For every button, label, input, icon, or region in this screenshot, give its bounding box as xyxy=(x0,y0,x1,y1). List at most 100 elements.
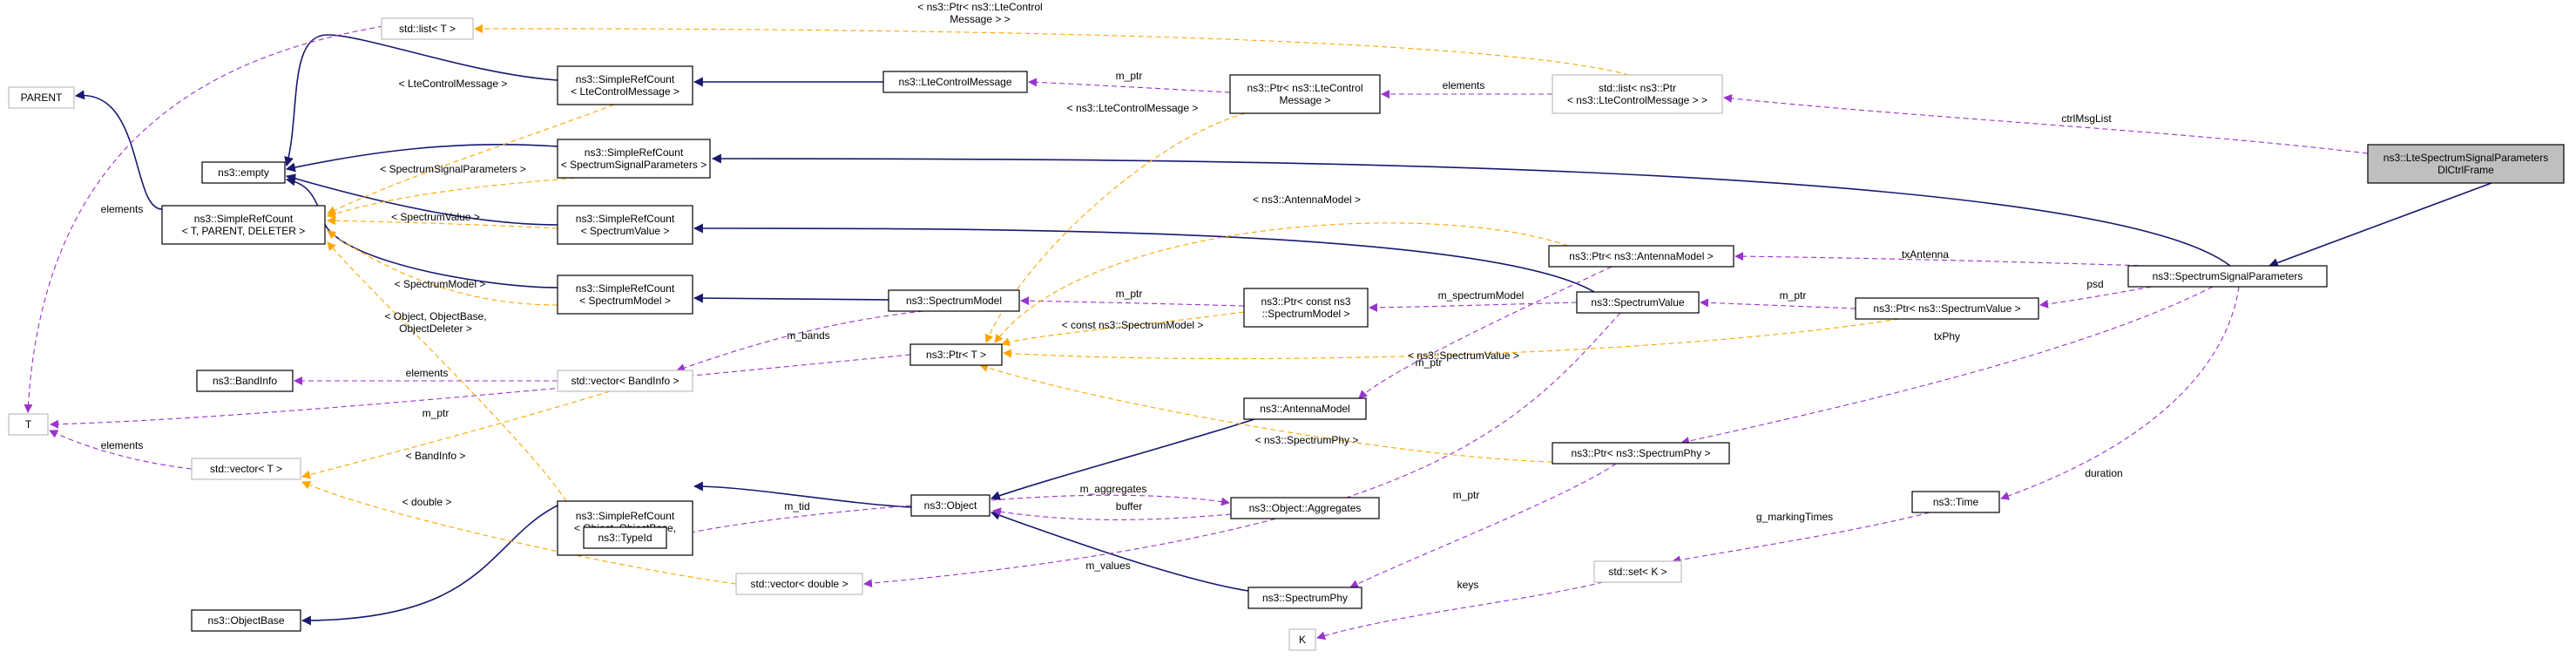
class-node-box[interactable] xyxy=(2367,144,2565,184)
class-node-src-sv[interactable]: ns3::SimpleRefCount< SpectrumValue > xyxy=(557,205,693,245)
class-node-box[interactable] xyxy=(8,86,75,109)
class-node-box[interactable] xyxy=(1855,297,2039,320)
class-node-label-line: ns3::SimpleRefCount xyxy=(576,73,675,85)
class-node-box[interactable] xyxy=(909,343,1003,366)
usage-edge: m_ptr xyxy=(1700,289,1856,309)
edge-label-line: Message > > xyxy=(950,13,1010,25)
class-node-empty[interactable]: ns3::empty xyxy=(201,161,286,184)
edge-label-line: m_ptr xyxy=(423,407,450,419)
edge-label-line: m_spectrumModel xyxy=(1438,289,1525,302)
inheritance-edge-line xyxy=(693,223,1595,293)
class-node-box[interactable] xyxy=(1230,497,1380,519)
class-node-spectrummodel[interactable]: ns3::SpectrumModel xyxy=(888,289,1020,312)
class-node-vector-double[interactable]: std::vector< double > xyxy=(735,573,863,595)
class-node-time[interactable]: ns3::Time xyxy=(1911,491,2000,513)
edge-label-line: < Object, ObjectBase, xyxy=(384,310,486,322)
class-node-label-line: DlCtrlFrame xyxy=(2437,164,2494,176)
class-node-box[interactable] xyxy=(1548,245,1734,268)
class-node-box[interactable] xyxy=(1552,442,1730,465)
class-node-src-ltecm[interactable]: ns3::SimpleRefCount< LteControlMessage > xyxy=(557,65,693,105)
class-node-box[interactable] xyxy=(1243,288,1369,328)
class-node-box[interactable] xyxy=(191,458,301,480)
template-edge-line xyxy=(474,24,1630,76)
usage-edge: elements xyxy=(24,25,384,413)
edge-label: buffer xyxy=(1116,500,1142,512)
inheritance-edge-line xyxy=(284,34,558,167)
class-node-label-line: ns3::SpectrumModel xyxy=(906,295,1002,307)
class-node-object[interactable]: ns3::Object xyxy=(910,494,991,517)
class-node-k[interactable]: K xyxy=(1288,628,1316,651)
class-node-box[interactable] xyxy=(910,494,991,517)
class-node-ptr-am[interactable]: ns3::Ptr< ns3::AntennaModel > xyxy=(1548,245,1734,268)
class-node-box[interactable] xyxy=(161,205,326,245)
edge-label-line: elements xyxy=(101,203,144,215)
usage-edge: psd xyxy=(2039,278,2153,309)
class-node-box[interactable] xyxy=(888,289,1020,312)
class-node-antennamodel[interactable]: ns3::AntennaModel xyxy=(1243,397,1367,420)
class-node-label-line: < SpectrumValue > xyxy=(581,225,670,237)
class-node-box[interactable] xyxy=(882,71,1028,93)
usage-edge: m_ptr xyxy=(1020,288,1245,307)
class-node-aggregates[interactable]: ns3::Object::Aggregates xyxy=(1230,497,1380,519)
edge-label: m_ptr xyxy=(423,407,450,419)
class-node-typeid[interactable]: ns3::TypeId xyxy=(583,526,667,549)
class-node-list-ptr-ltecm[interactable]: std::list< ns3::Ptr< ns3::LteControlMess… xyxy=(1552,74,1723,114)
edge-label-line: elements xyxy=(406,367,449,379)
class-node-set-k[interactable]: std::set< K > xyxy=(1593,560,1682,583)
class-node-box[interactable] xyxy=(196,370,294,392)
class-node-box[interactable] xyxy=(1243,397,1367,420)
class-node-src-ssp[interactable]: ns3::SimpleRefCount< SpectrumSignalParam… xyxy=(557,139,711,179)
class-node-box[interactable] xyxy=(191,609,301,632)
class-node-ptr-sv[interactable]: ns3::Ptr< ns3::SpectrumValue > xyxy=(1855,297,2039,320)
class-node-box[interactable] xyxy=(1593,560,1682,583)
class-node-objectbase[interactable]: ns3::ObjectBase xyxy=(191,609,301,632)
class-node-box[interactable] xyxy=(557,205,693,245)
edge-label: txAntenna xyxy=(1902,248,1949,261)
class-node-ptr-t[interactable]: ns3::Ptr< T > xyxy=(909,343,1003,366)
class-node-bandinfo[interactable]: ns3::BandInfo xyxy=(196,370,294,392)
class-node-box[interactable] xyxy=(1576,291,1700,314)
class-node-box[interactable] xyxy=(1247,587,1362,609)
class-node-box[interactable] xyxy=(583,526,667,549)
class-node-box[interactable] xyxy=(201,161,286,184)
class-node-box[interactable] xyxy=(557,139,711,179)
class-node-box[interactable] xyxy=(1911,491,2000,513)
usage-edge: txPhy xyxy=(1680,286,2214,445)
class-node-box[interactable] xyxy=(735,573,863,595)
class-node-box[interactable] xyxy=(1552,74,1723,114)
edge-label: < ns3::SpectrumPhy > xyxy=(1255,434,1359,446)
inheritance-edge xyxy=(990,511,1249,592)
class-node-box[interactable] xyxy=(2127,265,2328,288)
class-node-parent[interactable]: PARENT xyxy=(8,86,75,109)
class-node-spectrumvalue[interactable]: ns3::SpectrumValue xyxy=(1576,291,1700,314)
class-node-box[interactable] xyxy=(557,370,693,392)
class-node-ptr-const-sm[interactable]: ns3::Ptr< const ns3::SpectrumModel > xyxy=(1243,288,1369,328)
class-node-box[interactable] xyxy=(557,275,693,315)
usage-edge: m_ptr xyxy=(1028,70,1231,93)
class-node-label-line: ::SpectrumModel > xyxy=(1261,308,1349,320)
class-node-box[interactable] xyxy=(557,65,693,105)
inheritance-edge-line xyxy=(711,153,2231,267)
usage-edge-line xyxy=(1349,463,1617,588)
class-node-ssp[interactable]: ns3::SpectrumSignalParameters xyxy=(2127,265,2328,288)
class-node-label-line: < LteControlMessage > xyxy=(571,85,679,98)
class-node-t[interactable]: T xyxy=(8,413,49,436)
class-node-ptr-sphy[interactable]: ns3::Ptr< ns3::SpectrumPhy > xyxy=(1552,442,1730,465)
class-node-spectrumphy[interactable]: ns3::SpectrumPhy xyxy=(1247,587,1362,609)
edge-label-line: < ns3::Ptr< ns3::LteControl xyxy=(917,1,1042,13)
template-edge: < ns3::SpectrumValue > xyxy=(1003,318,1900,362)
class-node-vector-t[interactable]: std::vector< T > xyxy=(191,458,301,480)
class-node-ltecm[interactable]: ns3::LteControlMessage xyxy=(882,71,1028,93)
class-node-src-tpd[interactable]: ns3::SimpleRefCount< T, PARENT, DELETER … xyxy=(161,205,326,245)
class-node-label-line: ns3::ObjectBase xyxy=(207,614,284,627)
class-node-box[interactable] xyxy=(381,17,474,40)
class-node-vector-bandinfo[interactable]: std::vector< BandInfo > xyxy=(557,370,693,392)
class-node-box[interactable] xyxy=(1229,74,1381,114)
class-node-box[interactable] xyxy=(8,413,49,436)
class-node-list-t[interactable]: std::list< T > xyxy=(381,17,474,40)
class-node-src-sm[interactable]: ns3::SimpleRefCount< SpectrumModel > xyxy=(557,275,693,315)
edge-label: < SpectrumSignalParameters > xyxy=(380,163,525,175)
class-node-box[interactable] xyxy=(1288,628,1316,651)
